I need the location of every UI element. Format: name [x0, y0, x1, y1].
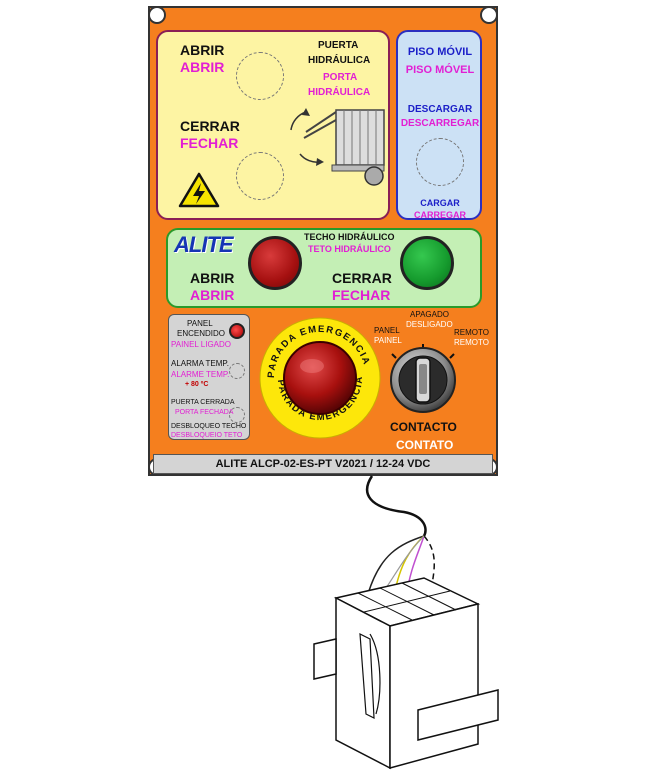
key-remote-label-pt: REMOTO	[454, 338, 489, 347]
key-panel-label-pt: PAINEL	[374, 336, 402, 345]
roof-close-button[interactable]	[400, 236, 454, 290]
door-title-es-1: PUERTA	[318, 40, 359, 51]
hydraulic-roof-section: ALITE TECHO HIDRÁULICO TETO HIDRÁULICO A…	[166, 228, 482, 308]
emergency-stop-button[interactable]: PARADA EMERGENCIA PARADA EMERGÊNCIA	[256, 314, 384, 442]
floor-load-es: CARGAR	[420, 198, 460, 208]
roof-unlock-label-pt: DESBLOQUEIO TETO	[171, 432, 243, 439]
status-indicators-section: PANEL ENCENDIDO PAINEL LIGADO ALARMA TEM…	[168, 314, 250, 440]
floor-unload-pt: DESCARREGAR	[400, 118, 480, 129]
door-close-label-pt: FECHAR	[180, 135, 239, 151]
mount-hole-top-right	[480, 6, 498, 24]
door-close-button[interactable]	[236, 152, 284, 200]
alite-logo: ALITE	[174, 232, 234, 257]
high-voltage-warning-icon	[178, 172, 220, 208]
contact-label-pt: CONTATO	[396, 438, 454, 452]
key-off-label-pt: DESLIGADO	[406, 320, 453, 329]
key-panel-label-es: PANEL	[374, 326, 400, 335]
key-off-label-es: APAGADO	[410, 310, 449, 319]
door-title-pt-1: PORTA	[323, 72, 358, 83]
model-footer: ALITE ALCP-02-ES-PT V2021 / 12-24 VDC	[153, 454, 493, 474]
roof-unlock-label-es: DESBLOQUEO TECHO	[171, 423, 247, 430]
floor-unload-es: DESCARGAR	[407, 104, 473, 115]
connector-plug-icon	[313, 475, 499, 770]
control-panel: ABRIR ABRIR PUERTA HIDRÁULICA PORTA HIDR…	[148, 6, 498, 476]
contact-label-es: CONTACTO	[390, 420, 457, 434]
mount-hole-top-left	[148, 6, 166, 24]
temp-alarm-indicator	[229, 363, 245, 379]
panel-on-label-es-2: ENCENDIDO	[177, 329, 226, 338]
floor-toggle-button[interactable]	[416, 138, 464, 186]
temp-alarm-label-pt: ALARME TEMP.	[171, 370, 230, 379]
panel-on-indicator-light	[229, 323, 245, 339]
key-switch-icon[interactable]	[388, 344, 458, 414]
truck-door-icon	[290, 108, 385, 186]
key-remote-label-es: REMOTO	[454, 328, 489, 337]
roof-close-label-es: CERRAR	[332, 270, 392, 286]
door-closed-indicator	[229, 407, 245, 423]
panel-on-label-pt: PAINEL LIGADO	[171, 340, 232, 349]
floor-title-es: PISO MÓVIL	[407, 46, 473, 58]
door-open-button[interactable]	[236, 52, 284, 100]
door-title-pt-2: HIDRÁULICA	[308, 87, 371, 98]
temp-alarm-label-es: ALARMA TEMP.	[171, 359, 229, 368]
panel-on-label-es-1: PANEL	[187, 319, 213, 328]
roof-title-pt: TETO HIDRÁULICO	[308, 244, 391, 254]
moving-floor-section: PISO MÓVIL PISO MÓVEL DESCARGAR DESCARRE…	[396, 30, 482, 220]
door-closed-label-pt: PORTA FECHADA	[175, 409, 234, 416]
door-title-es-2: HIDRÁULICA	[308, 55, 371, 66]
hydraulic-door-section: ABRIR ABRIR PUERTA HIDRÁULICA PORTA HIDR…	[156, 30, 390, 220]
door-closed-label-es: PUERTA CERRADA	[171, 399, 235, 406]
door-close-label-es: CERRAR	[180, 118, 240, 134]
roof-open-label-es: ABRIR	[190, 270, 235, 286]
door-open-label-pt: ABRIR	[180, 59, 225, 75]
roof-title-es: TECHO HIDRÁULICO	[304, 232, 395, 242]
floor-title-pt: PISO MÓVEL	[405, 64, 475, 76]
floor-load-pt: CARREGAR	[413, 210, 466, 220]
door-open-label-es: ABRIR	[180, 42, 225, 58]
roof-close-label-pt: FECHAR	[332, 287, 391, 303]
roof-open-button[interactable]	[248, 236, 302, 290]
roof-open-label-pt: ABRIR	[190, 287, 235, 303]
temp-alarm-value: + 80 ºC	[185, 381, 209, 388]
